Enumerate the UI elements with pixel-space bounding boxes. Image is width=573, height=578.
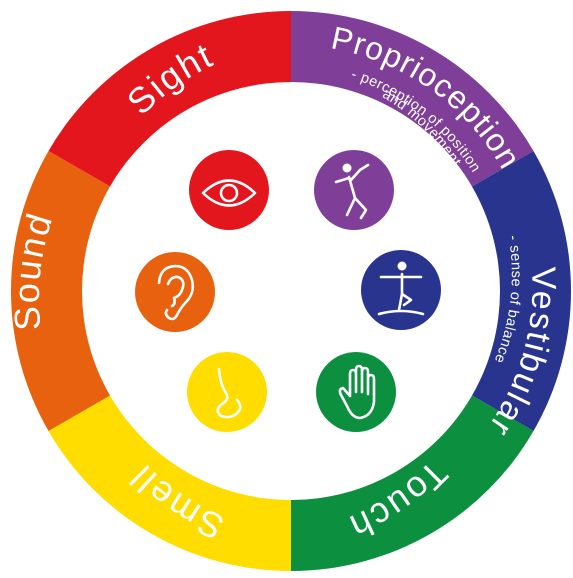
ring-segments: [10, 10, 572, 571]
ear-icon: [135, 252, 215, 332]
segment-sight: [48, 10, 291, 187]
segment-touch: [291, 395, 534, 571]
eye-icon: [189, 150, 269, 230]
segment-vestibular: [472, 151, 572, 431]
segment-smell: [48, 395, 291, 571]
dancing-person-icon: [314, 150, 394, 230]
hand-icon: [316, 352, 396, 432]
sense-icons: [135, 150, 441, 432]
balancing-person-icon: [361, 250, 441, 330]
segment-sound: [10, 151, 110, 431]
segment-proprioception: [291, 10, 534, 187]
nose-icon: [187, 352, 267, 432]
